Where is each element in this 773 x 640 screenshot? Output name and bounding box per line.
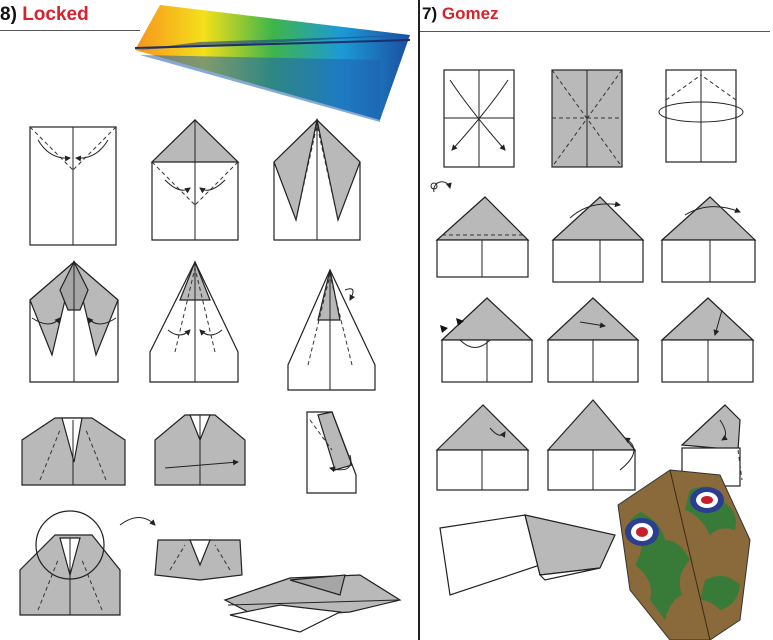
- fold-step-diagram: [658, 69, 744, 163]
- roundel-icon: [625, 518, 659, 546]
- gomez-number: 7): [422, 4, 438, 23]
- roundel-icon: [690, 487, 724, 513]
- locked-diagram: [19, 5, 411, 633]
- fold-step-diagram: [154, 414, 246, 486]
- gomez-diagram: [430, 69, 757, 640]
- fold-step-diagram: [551, 196, 645, 283]
- title-rule: [0, 30, 140, 31]
- locked-section: 8) Locked: [0, 4, 411, 633]
- fold-step-diagram: [546, 297, 640, 383]
- fold-step-diagram: [435, 404, 530, 491]
- fold-step-diagram: [29, 260, 119, 383]
- gomez-name: Gomez: [441, 4, 499, 23]
- fold-step-diagram: [660, 196, 757, 283]
- arrow-icon: [119, 517, 156, 526]
- fold-step-diagram: [273, 118, 361, 241]
- title-rule: [420, 31, 770, 32]
- fold-step-diagram: [19, 510, 121, 616]
- locked-number: 8): [0, 4, 17, 25]
- fold-step-diagram: [546, 399, 637, 491]
- fold-step-diagram: [306, 411, 357, 494]
- fold-step-diagram: [150, 119, 240, 241]
- gomez-section: 7) Gomez: [420, 0, 773, 640]
- fold-step-diagram: [149, 260, 239, 383]
- fold-step-diagram: [21, 417, 126, 486]
- paper-plane-illustration: [439, 514, 616, 596]
- fold-step-diagram: [223, 574, 402, 633]
- fold-step-diagram: [551, 69, 623, 168]
- fold-step-diagram: [443, 69, 515, 168]
- fold-step-diagram: [435, 196, 530, 278]
- gomez-title: 7) Gomez: [422, 4, 499, 24]
- locked-title: 8) Locked: [0, 4, 89, 26]
- fold-step-diagram: [287, 268, 376, 391]
- locked-name: Locked: [22, 4, 89, 25]
- camouflage-plane-illustration: [617, 469, 751, 640]
- rotate-icon: [430, 181, 452, 193]
- paper-plane-illustration: [134, 5, 411, 122]
- fold-step-diagram: [440, 297, 534, 383]
- fold-step-diagram: [154, 539, 243, 581]
- fold-step-diagram: [29, 126, 117, 246]
- fold-step-diagram: [660, 297, 755, 383]
- section-divider: [418, 0, 420, 640]
